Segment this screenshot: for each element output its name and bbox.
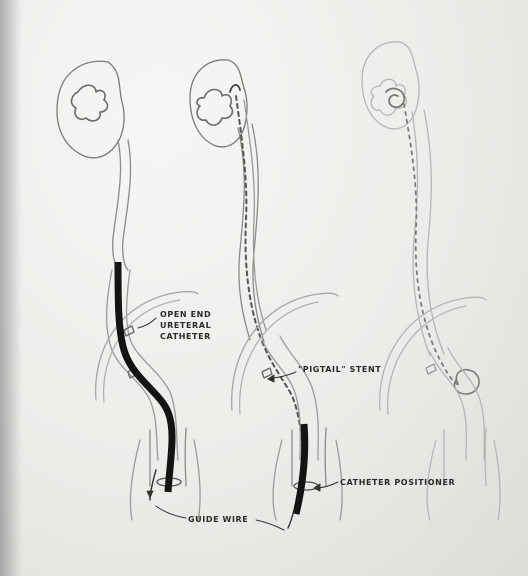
open-end-label-line-3: CATHETER xyxy=(160,331,211,342)
open-end-label-line-1: OPEN END xyxy=(160,309,211,320)
panel-1-kidney-ureter xyxy=(57,61,200,520)
pigtail-stent-label: "PIGTAIL" STENT xyxy=(298,364,381,375)
panel-3-kidney-ureter xyxy=(362,42,500,520)
open-end-ureteral-catheter-label: OPEN END URETERAL CATHETER xyxy=(160,309,211,342)
guide-wire-label: GUIDE WIRE xyxy=(188,514,248,525)
catheter-positioner-label: CATHETER POSITIONER xyxy=(340,477,455,488)
open-end-ureteral-catheter xyxy=(118,262,172,492)
panel-2-kidney-ureter xyxy=(190,60,342,520)
open-end-label-line-2: URETERAL xyxy=(160,320,211,331)
